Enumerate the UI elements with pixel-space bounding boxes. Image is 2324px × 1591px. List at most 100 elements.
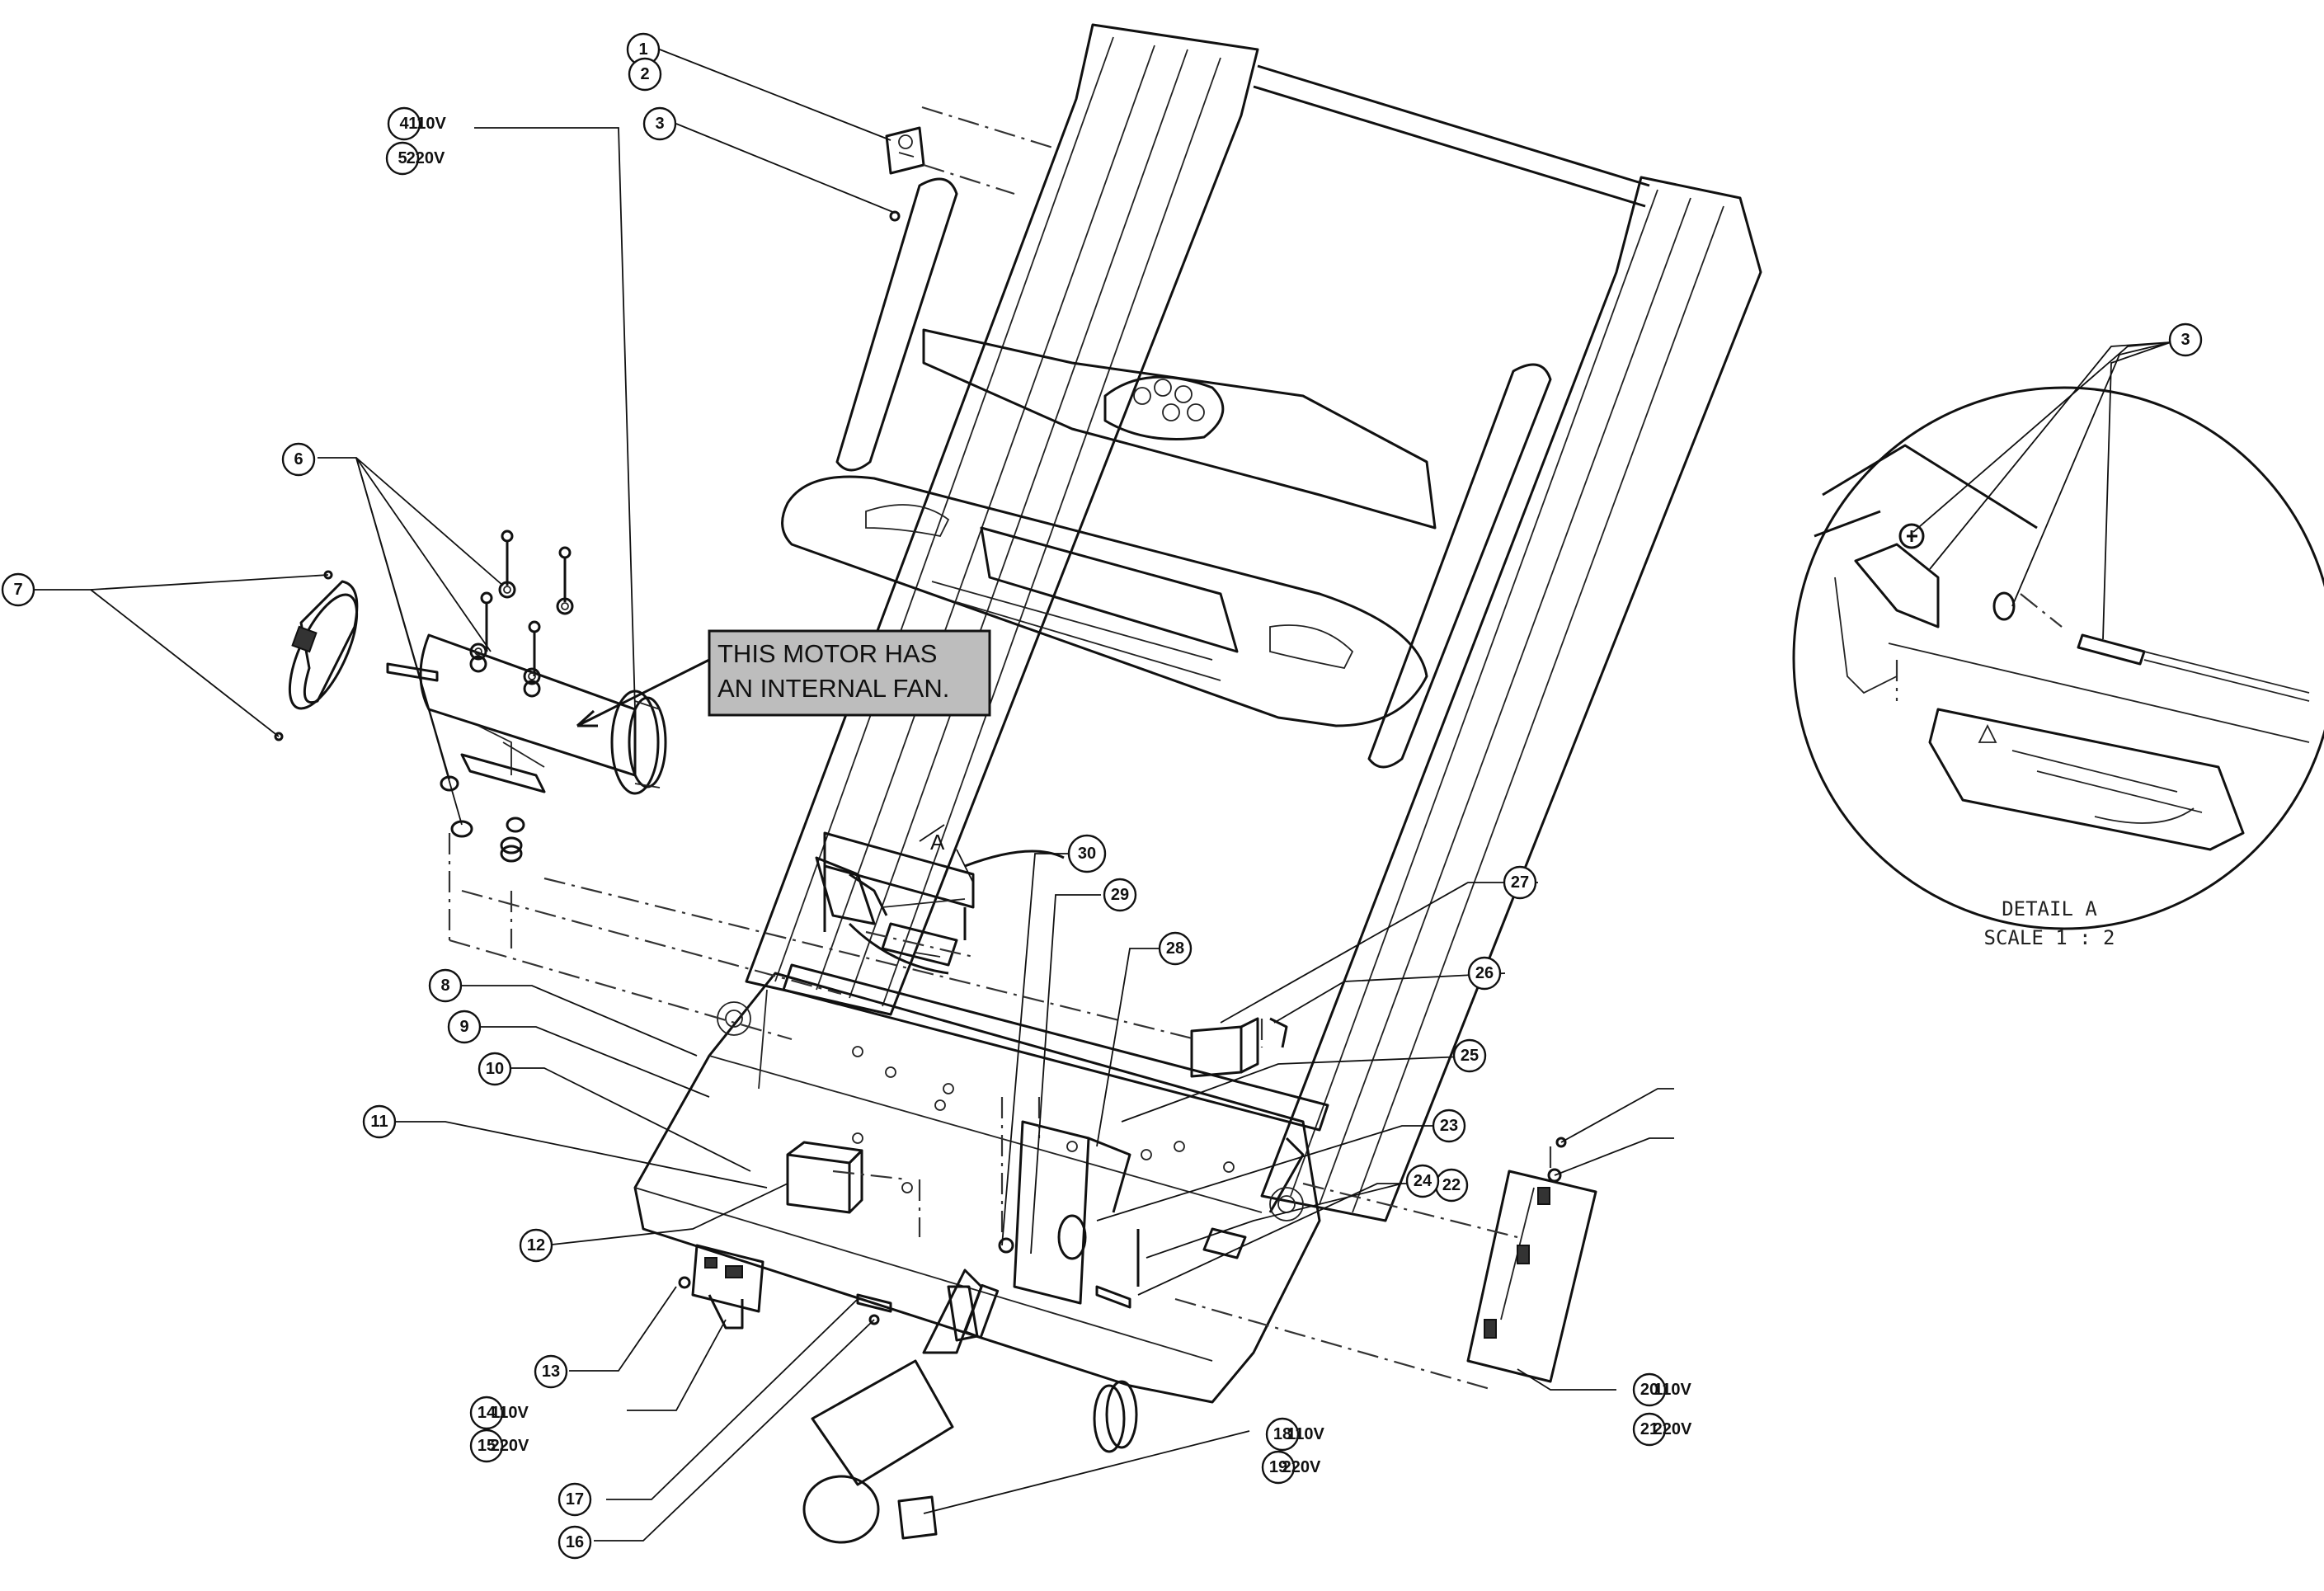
callout-circle	[519, 1228, 553, 1263]
callout-number: 9	[459, 1018, 468, 1036]
callout-number: 18	[1273, 1425, 1291, 1443]
callout-number: 23	[1440, 1117, 1458, 1135]
callout-9: 9	[447, 1010, 482, 1044]
callout-circle	[2168, 322, 2203, 357]
callout-circle	[1467, 956, 1502, 991]
callout-circle	[281, 442, 316, 477]
callout-circle	[1432, 1109, 1466, 1143]
callout-number: 3	[655, 115, 664, 133]
callout-number: 15	[478, 1437, 496, 1455]
callout-circle	[642, 106, 677, 141]
callout-circle	[385, 141, 420, 176]
callout-number: 1	[638, 40, 647, 59]
callout-3: 3	[2168, 322, 2203, 357]
callout-circle	[1265, 1417, 1300, 1452]
callout-number: 8	[440, 977, 449, 995]
callout-circle	[1158, 931, 1193, 966]
callout-17: 17	[557, 1482, 592, 1517]
callout-number: 26	[1475, 964, 1494, 982]
callout-8: 8	[428, 968, 463, 1003]
callout-voltage: 110V	[1287, 1425, 1324, 1443]
callout-voltage: 220V	[491, 1437, 529, 1455]
callout-number: 3	[2181, 331, 2190, 349]
callout-26: 26	[1467, 956, 1502, 991]
callout-number: 27	[1511, 873, 1529, 892]
top-bracket	[885, 126, 925, 222]
callout-2: 2	[628, 57, 662, 92]
callout-number: 14	[478, 1404, 496, 1422]
callout-circle	[362, 1104, 397, 1139]
callout-voltage: 220V	[1654, 1420, 1692, 1438]
callout-circle	[387, 106, 421, 141]
leader-lines	[35, 49, 2171, 1542]
callout-circle	[1503, 865, 1537, 900]
callout-number: 5	[398, 149, 407, 167]
callout-22: 22	[1434, 1168, 1469, 1203]
callout-number: 4	[399, 115, 409, 133]
callout-25: 25	[1452, 1038, 1487, 1073]
callout-number: 25	[1461, 1047, 1479, 1065]
callout-12: 12	[519, 1228, 553, 1263]
callout-circle	[557, 1525, 592, 1560]
callout-29: 29	[1103, 878, 1137, 912]
callout-27: 27	[1503, 865, 1537, 900]
callout-number: 21	[1640, 1420, 1658, 1438]
callout-number: 22	[1442, 1176, 1461, 1194]
callout-circle	[1, 572, 35, 607]
callout-number: 29	[1111, 886, 1129, 904]
drive-motor	[386, 530, 667, 863]
callout-circle	[1405, 1164, 1440, 1198]
callout-11: 11	[362, 1104, 397, 1139]
callout-number: 2	[640, 65, 649, 83]
callout-6: 6	[281, 442, 316, 477]
callout-circle	[534, 1354, 568, 1389]
rear-bracket	[815, 856, 966, 967]
flywheel	[274, 570, 359, 741]
callout-circle	[628, 57, 662, 92]
callout-number: 17	[566, 1490, 584, 1509]
callout-number: 16	[566, 1533, 584, 1551]
callout-circle	[1632, 1412, 1667, 1447]
callout-voltage: 220V	[1282, 1458, 1321, 1476]
callout-voltage: 110V	[491, 1404, 529, 1422]
callout-number: 30	[1078, 845, 1096, 863]
callout-number: 10	[486, 1060, 504, 1078]
callout-30: 30	[1067, 834, 1107, 873]
callout-voltage: 110V	[408, 115, 446, 133]
callout-number: 6	[294, 450, 303, 468]
detail-caption: DETAIL A SCALE 1 : 2	[1984, 897, 2115, 949]
callout-13: 13	[534, 1354, 568, 1389]
callout-10: 10	[478, 1052, 512, 1086]
callout-7: 7	[1, 572, 35, 607]
upright-frame	[745, 23, 1762, 1222]
callout-16: 16	[557, 1525, 592, 1560]
note-line-1: THIS MOTOR HAS	[717, 639, 937, 668]
callout-circle	[478, 1052, 512, 1086]
callout-voltage: 110V	[1654, 1381, 1691, 1399]
callout-circle	[557, 1482, 592, 1517]
callout-number: 13	[542, 1363, 560, 1381]
callout-number: 28	[1166, 939, 1184, 958]
callout-number: 24	[1414, 1172, 1433, 1190]
detail-a-marker: A	[848, 824, 1065, 975]
electronics	[678, 1017, 1597, 1544]
callout-number: 19	[1269, 1458, 1287, 1476]
callout-23: 23	[1432, 1109, 1466, 1143]
callout-3: 3	[642, 106, 677, 141]
console	[781, 328, 1437, 727]
callout-circle	[428, 968, 463, 1003]
callout-circle	[1261, 1450, 1296, 1485]
callout-number: 7	[13, 581, 22, 599]
callout-24: 24	[1405, 1164, 1440, 1198]
callout-circle	[1632, 1372, 1667, 1407]
callout-number: 11	[370, 1113, 388, 1131]
callout-circle	[1103, 878, 1137, 912]
